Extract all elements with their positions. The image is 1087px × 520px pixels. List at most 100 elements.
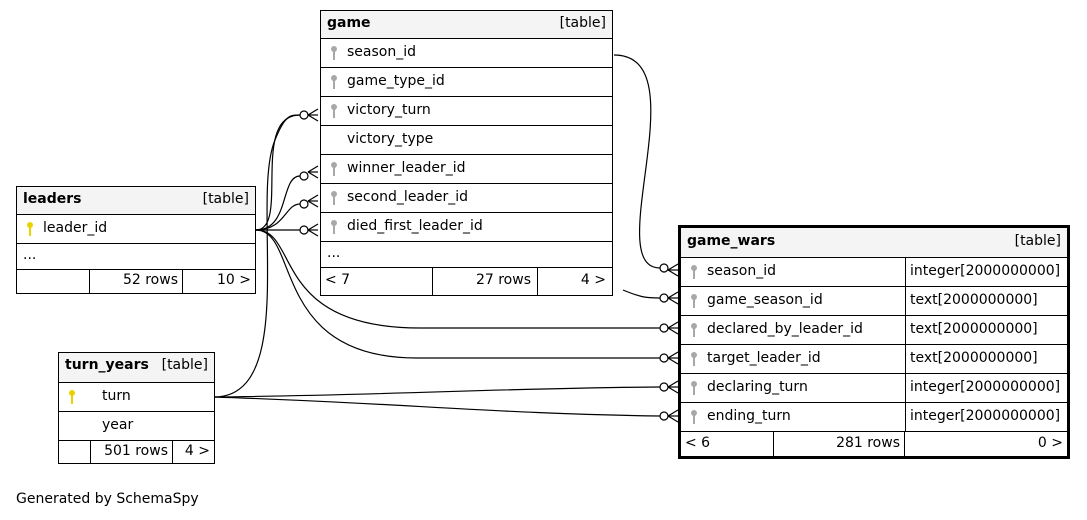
edge-game-gamewars-season-2 bbox=[622, 289, 661, 299]
column-row[interactable]: year bbox=[59, 412, 214, 441]
edge-leaders-gamewars-target bbox=[255, 229, 660, 359]
column-row[interactable]: winner_leader_id bbox=[321, 155, 612, 184]
column-row[interactable]: died_first_leader_id bbox=[321, 213, 612, 242]
foreign-key-icon bbox=[331, 46, 337, 60]
column-type: integer[2000000000] bbox=[910, 263, 1061, 279]
column-name: winner_leader_id bbox=[347, 160, 466, 176]
primary-key-icon bbox=[69, 390, 75, 404]
more-columns-row: ... bbox=[17, 244, 255, 270]
children-link[interactable]: 4 > bbox=[184, 443, 210, 459]
column-row[interactable]: declared_by_leader_id text[2000000000] bbox=[681, 316, 1067, 345]
column-type: text[2000000000] bbox=[910, 292, 1038, 308]
column-row[interactable]: declaring_turn integer[2000000000] bbox=[681, 374, 1067, 403]
column-row[interactable]: second_leader_id bbox=[321, 184, 612, 213]
table-header: leaders [table] bbox=[17, 187, 255, 215]
parents-link[interactable] bbox=[59, 441, 91, 463]
column-type: text[2000000000] bbox=[910, 321, 1038, 337]
column-name: declaring_turn bbox=[707, 379, 808, 395]
column-name: leader_id bbox=[43, 220, 108, 236]
parents-link[interactable]: < 7 bbox=[321, 268, 433, 295]
column-row[interactable]: victory_turn bbox=[321, 97, 612, 126]
column-name: died_first_leader_id bbox=[347, 218, 483, 234]
foreign-key-icon bbox=[331, 75, 337, 89]
column-type: integer[2000000000] bbox=[910, 379, 1061, 395]
table-kind: [table] bbox=[1014, 233, 1061, 249]
table-footer: < 7 27 rows 4 > bbox=[321, 268, 612, 295]
children-link[interactable]: 10 > bbox=[217, 272, 251, 288]
column-name: turn bbox=[102, 388, 131, 404]
table-header: game_wars [table] bbox=[681, 228, 1067, 258]
table-kind: [table] bbox=[559, 15, 606, 31]
column-row[interactable]: leader_id bbox=[17, 215, 255, 244]
primary-key-icon bbox=[27, 222, 33, 236]
more-columns: ... bbox=[327, 245, 341, 261]
edge-leaders-game-winner bbox=[255, 175, 301, 231]
foreign-key-icon bbox=[691, 352, 697, 366]
column-row[interactable]: game_season_id text[2000000000] bbox=[681, 287, 1067, 316]
column-name: season_id bbox=[707, 263, 776, 279]
column-name: victory_type bbox=[347, 131, 434, 147]
parents-link[interactable]: < 6 bbox=[681, 432, 774, 456]
table-game[interactable]: game [table] season_id game_type_id vict… bbox=[320, 10, 613, 296]
table-header: game [table] bbox=[321, 11, 612, 39]
table-footer: 52 rows 10 > bbox=[17, 270, 255, 293]
foreign-key-icon bbox=[331, 191, 337, 205]
children-link[interactable]: 0 > bbox=[1037, 435, 1063, 451]
table-turn-years[interactable]: turn_years [table] turn year 501 rows 4 … bbox=[58, 352, 215, 464]
table-name: game bbox=[327, 15, 371, 31]
more-columns-row: ... bbox=[321, 242, 612, 268]
generator-credit: Generated by SchemaSpy bbox=[16, 491, 199, 507]
column-name: ending_turn bbox=[707, 408, 791, 424]
row-count: 501 rows bbox=[91, 441, 173, 463]
column-name: declared_by_leader_id bbox=[707, 321, 863, 337]
column-row[interactable]: ending_turn integer[2000000000] bbox=[681, 403, 1067, 432]
foreign-key-icon bbox=[691, 294, 697, 308]
column-name: target_leader_id bbox=[707, 350, 821, 366]
children-link[interactable]: 4 > bbox=[580, 272, 606, 288]
parents-link[interactable] bbox=[17, 270, 90, 293]
foreign-key-icon bbox=[691, 323, 697, 337]
column-name: victory_turn bbox=[347, 102, 431, 118]
table-name: leaders bbox=[23, 191, 82, 207]
column-name: season_id bbox=[347, 44, 416, 60]
table-leaders[interactable]: leaders [table] leader_id ... 52 rows 10… bbox=[16, 186, 256, 294]
column-row[interactable]: game_type_id bbox=[321, 68, 612, 97]
column-row[interactable]: turn bbox=[59, 383, 214, 412]
edge-game-gamewars-season bbox=[613, 54, 661, 269]
row-count: 281 rows bbox=[774, 432, 905, 456]
table-footer: < 6 281 rows 0 > bbox=[681, 432, 1067, 456]
edge-end-markers bbox=[299, 108, 679, 423]
column-name: game_season_id bbox=[707, 292, 823, 308]
table-name: turn_years bbox=[65, 357, 149, 373]
column-row[interactable]: victory_type bbox=[321, 126, 612, 155]
edge-turnyears-gamewars-ending bbox=[213, 396, 661, 417]
foreign-key-icon bbox=[331, 104, 337, 118]
table-game-wars[interactable]: game_wars [table] season_id integer[2000… bbox=[678, 225, 1070, 459]
foreign-key-icon bbox=[691, 265, 697, 279]
column-name: year bbox=[102, 417, 134, 433]
foreign-key-icon bbox=[331, 220, 337, 234]
foreign-key-icon bbox=[691, 381, 697, 395]
table-kind: [table] bbox=[161, 357, 208, 373]
table-name: game_wars bbox=[687, 233, 776, 249]
table-footer: 501 rows 4 > bbox=[59, 441, 214, 463]
column-row[interactable]: season_id bbox=[321, 39, 612, 68]
column-type: integer[2000000000] bbox=[910, 408, 1061, 424]
edge-turnyears-game bbox=[213, 114, 301, 398]
foreign-key-icon bbox=[331, 162, 337, 176]
row-count: 27 rows bbox=[433, 268, 538, 295]
table-kind: [table] bbox=[202, 191, 249, 207]
edge-leaders-game-second bbox=[255, 203, 301, 231]
column-row[interactable]: target_leader_id text[2000000000] bbox=[681, 345, 1067, 374]
table-header: turn_years [table] bbox=[59, 353, 214, 383]
column-name: game_type_id bbox=[347, 73, 445, 89]
row-count: 52 rows bbox=[90, 270, 183, 293]
more-columns: ... bbox=[23, 247, 37, 263]
edge-turnyears-gamewars-declaring bbox=[213, 386, 661, 398]
column-row[interactable]: season_id integer[2000000000] bbox=[681, 258, 1067, 287]
edge-leaders-gamewars-declared bbox=[255, 229, 660, 329]
column-name: second_leader_id bbox=[347, 189, 469, 205]
foreign-key-icon bbox=[691, 410, 697, 424]
column-type: text[2000000000] bbox=[910, 350, 1038, 366]
